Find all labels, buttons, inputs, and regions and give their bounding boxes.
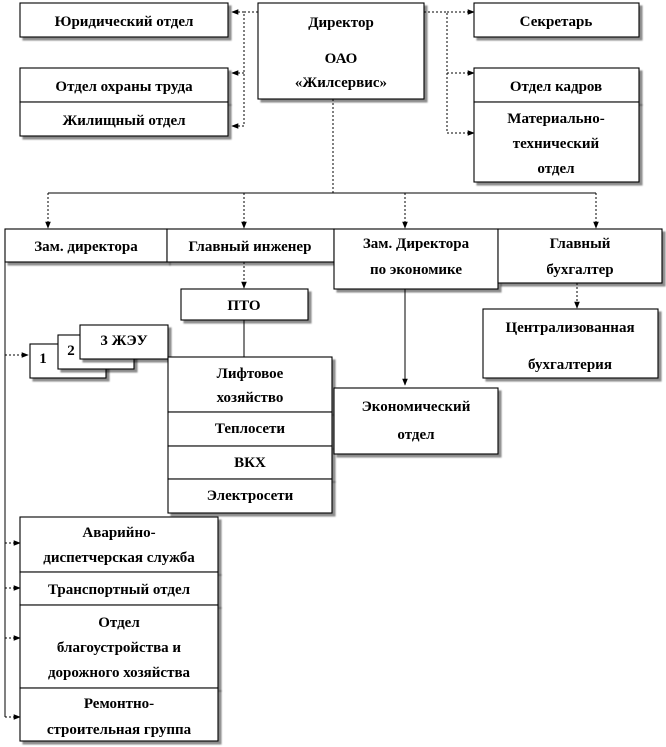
box-chief-engineer: Главный инженер bbox=[166, 228, 335, 263]
chief-accountant-line1: Главный bbox=[550, 236, 611, 252]
box-heat: Теплосети bbox=[167, 411, 333, 447]
economic-line2: отдел bbox=[397, 427, 435, 443]
box-lift: Лифтовое хозяйство bbox=[167, 356, 333, 413]
material-line1: Материально- bbox=[507, 111, 604, 127]
repair-line2: строительная группа bbox=[47, 722, 192, 738]
box-director: Директор ОАО «Жилсервис» bbox=[257, 2, 425, 100]
labor-safety-label: Отдел охраны труда bbox=[55, 79, 193, 95]
box-deputy-econ: Зам. Директора по экономике bbox=[333, 228, 499, 290]
box-improvement: Отдел благоустройства и дорожного хозяйс… bbox=[19, 604, 219, 689]
pto-label: ПТО bbox=[227, 298, 260, 314]
deputy-econ-line1: Зам. Директора bbox=[363, 236, 470, 252]
emergency-line2: диспетчерская служба bbox=[43, 550, 195, 566]
deputy-econ-line2: по экономике bbox=[370, 262, 462, 278]
box-repair: Ремонтно- строительная группа bbox=[19, 687, 219, 742]
legal-label: Юридический отдел bbox=[55, 14, 194, 30]
box-economic: Экономический отдел bbox=[333, 387, 499, 455]
box-legal: Юридический отдел bbox=[19, 2, 229, 38]
connectors bbox=[4, 9, 599, 720]
repair-line1: Ремонтно- bbox=[84, 696, 154, 712]
director-company: «Жилсервис» bbox=[295, 75, 387, 91]
chief-accountant-line2: бухгалтер bbox=[546, 262, 613, 278]
chief-engineer-label: Главный инженер bbox=[189, 239, 312, 255]
deputy-label: Зам. директора bbox=[34, 239, 138, 255]
secretary-label: Секретарь bbox=[520, 14, 593, 30]
connector-director-left bbox=[243, 11, 258, 126]
central-accounting-line1: Централизованная bbox=[505, 320, 634, 336]
box-housing: Жилищный отдел bbox=[19, 101, 229, 137]
box-central-accounting: Централизованная бухгалтерия bbox=[482, 308, 659, 379]
box-transport: Транспортный отдел bbox=[19, 571, 219, 606]
box-material: Материально- технический отдел bbox=[473, 101, 640, 183]
zheu-2-label: 2 bbox=[67, 343, 75, 359]
director-title: Директор bbox=[308, 15, 374, 31]
box-labor-safety: Отдел охраны труда bbox=[19, 67, 229, 103]
zheu-3-label: 3 ЖЭУ bbox=[100, 333, 147, 349]
electric-label: Электросети bbox=[207, 488, 294, 504]
heat-label: Теплосети bbox=[215, 421, 286, 437]
transport-label: Транспортный отдел bbox=[48, 582, 191, 598]
box-chief-accountant: Главный бухгалтер bbox=[497, 228, 663, 284]
improvement-line1: Отдел bbox=[98, 615, 140, 631]
box-deputy: Зам. директора bbox=[4, 228, 168, 263]
box-pto: ПТО bbox=[180, 288, 309, 321]
economic-line1: Экономический bbox=[362, 399, 471, 415]
emergency-line1: Аварийно- bbox=[82, 525, 155, 541]
material-line2: технический bbox=[513, 136, 600, 152]
box-vkh: ВКХ bbox=[167, 445, 333, 480]
material-line3: отдел bbox=[537, 161, 575, 177]
zheu-1-label: 1 bbox=[39, 351, 47, 367]
lift-line1: Лифтовое bbox=[217, 366, 284, 382]
housing-label: Жилищный отдел bbox=[62, 113, 186, 129]
zheu-stack: 1 2 3 ЖЭУ bbox=[29, 324, 169, 379]
improvement-line2: благоустройства и bbox=[57, 640, 182, 656]
box-secretary: Секретарь bbox=[473, 2, 640, 38]
improvement-line3: дорожного хозяйства bbox=[48, 665, 191, 681]
box-electric: Электросети bbox=[167, 478, 333, 514]
box-emergency: Аварийно- диспетчерская служба bbox=[19, 516, 219, 573]
central-accounting-line2: бухгалтерия bbox=[528, 357, 612, 373]
vkh-label: ВКХ bbox=[234, 455, 266, 471]
lift-line2: хозяйство bbox=[217, 390, 284, 406]
hr-label: Отдел кадров bbox=[510, 79, 602, 95]
box-hr: Отдел кадров bbox=[473, 67, 640, 103]
director-org: ОАО bbox=[325, 51, 358, 67]
connector-director-right bbox=[424, 11, 448, 133]
